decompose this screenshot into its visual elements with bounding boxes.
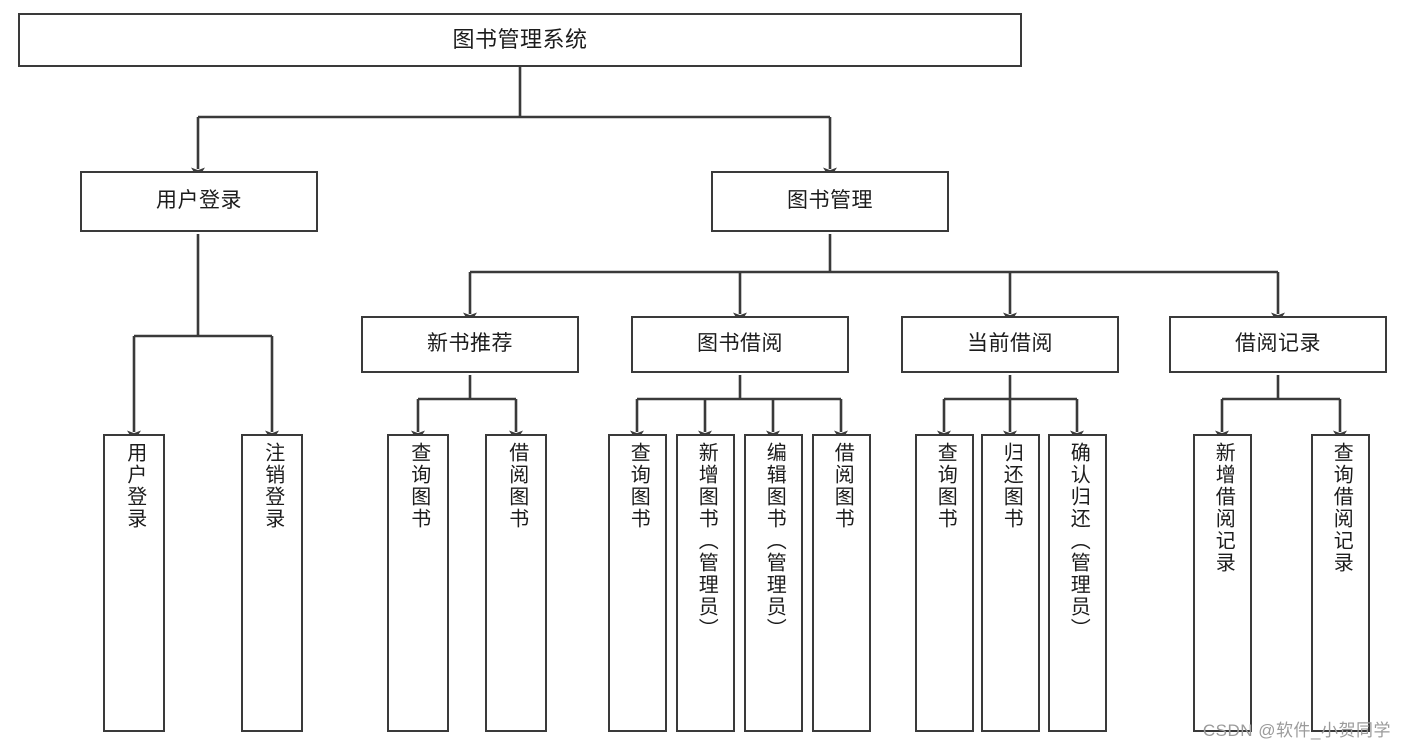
node-book-borrow[interactable]: 图书借阅: [631, 316, 849, 373]
node-label: 当前借阅: [967, 332, 1053, 356]
node-label: 查询借阅记录: [1330, 442, 1353, 574]
node-label: 查询图书: [934, 442, 957, 530]
csdn-watermark: CSDN @软件_小贺同学: [1202, 721, 1391, 740]
node-label: 图书管理系统: [452, 27, 588, 53]
leaf-query-borrow-record[interactable]: 查询借阅记录: [1311, 434, 1370, 732]
leaf-edit-book-admin[interactable]: 编辑图书（管理员）: [744, 434, 803, 732]
node-label: 图书管理: [787, 189, 873, 213]
node-label: 新增借阅记录: [1212, 442, 1235, 574]
node-label: 借阅图书: [831, 442, 854, 530]
node-label: 新书推荐: [427, 332, 513, 356]
node-label: 编辑图书（管理员）: [763, 442, 786, 640]
node-label: 确认归还（管理员）: [1067, 442, 1090, 640]
node-label: 图书借阅: [697, 332, 783, 356]
node-borrow-record[interactable]: 借阅记录: [1169, 316, 1387, 373]
node-label: 用户登录: [123, 442, 146, 530]
leaf-logout[interactable]: 注销登录: [241, 434, 303, 732]
leaf-borrow-book-recommend[interactable]: 借阅图书: [485, 434, 547, 732]
node-label: 注销登录: [261, 442, 284, 530]
node-label: 新增图书（管理员）: [695, 442, 718, 640]
node-book-management[interactable]: 图书管理: [711, 171, 949, 232]
node-root-book-management-system[interactable]: 图书管理系统: [18, 13, 1022, 67]
leaf-confirm-return-admin[interactable]: 确认归还（管理员）: [1048, 434, 1107, 732]
leaf-add-book-admin[interactable]: 新增图书（管理员）: [676, 434, 735, 732]
node-label: 用户登录: [156, 189, 242, 213]
node-user-login[interactable]: 用户登录: [80, 171, 318, 232]
leaf-query-book-current[interactable]: 查询图书: [915, 434, 974, 732]
leaf-return-book[interactable]: 归还图书: [981, 434, 1040, 732]
leaf-add-borrow-record[interactable]: 新增借阅记录: [1193, 434, 1252, 732]
node-label: 查询图书: [627, 442, 650, 530]
node-new-book-recommend[interactable]: 新书推荐: [361, 316, 579, 373]
node-label: 查询图书: [407, 442, 430, 530]
node-label: 借阅记录: [1235, 332, 1321, 356]
leaf-user-login[interactable]: 用户登录: [103, 434, 165, 732]
node-label: 归还图书: [1000, 442, 1023, 530]
leaf-query-book-borrow[interactable]: 查询图书: [608, 434, 667, 732]
node-current-borrow[interactable]: 当前借阅: [901, 316, 1119, 373]
node-label: 借阅图书: [505, 442, 528, 530]
leaf-query-book-recommend[interactable]: 查询图书: [387, 434, 449, 732]
leaf-borrow-book[interactable]: 借阅图书: [812, 434, 871, 732]
